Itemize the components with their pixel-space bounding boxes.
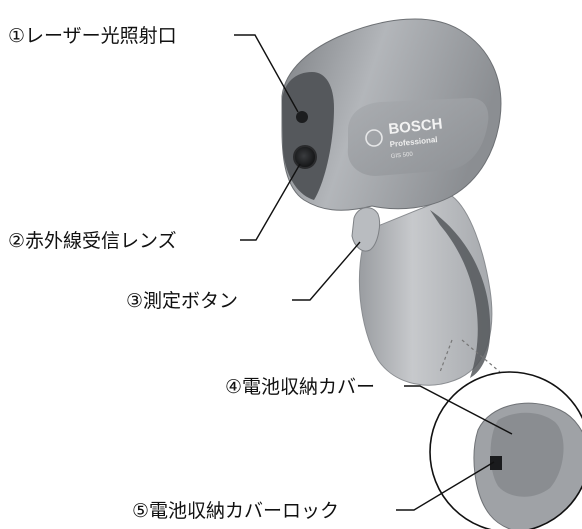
front-face bbox=[282, 72, 334, 200]
label-ir-lens: ②赤外線受信レンズ bbox=[8, 230, 177, 252]
detail-guide-line bbox=[461, 339, 501, 373]
battery-cover-lock bbox=[490, 456, 502, 470]
label-measure-button: ③測定ボタン bbox=[126, 290, 238, 312]
label-battery-cover: ④電池収納カバー bbox=[225, 376, 375, 398]
brand-name: BOSCH bbox=[388, 115, 444, 138]
leader-line-1 bbox=[234, 34, 299, 113]
brand-panel bbox=[347, 98, 489, 176]
handle-grip bbox=[430, 210, 491, 378]
brand-model: GIS 500 bbox=[391, 152, 414, 160]
ir-lens bbox=[293, 145, 317, 169]
leader-line-5 bbox=[396, 461, 495, 511]
detail-circle-border bbox=[429, 371, 582, 529]
battery-cover-panel bbox=[490, 412, 564, 497]
laser-aperture bbox=[296, 111, 308, 123]
leader-line-2 bbox=[240, 163, 301, 241]
bosch-logo-icon bbox=[365, 129, 383, 147]
leader-line-3 bbox=[292, 241, 361, 301]
label-laser-aperture: ①レーザー光照射口 bbox=[8, 25, 177, 47]
leader-line-4 bbox=[404, 385, 513, 435]
label-battery-cover-lock: ⑤電池収納カバーロック bbox=[132, 500, 339, 522]
